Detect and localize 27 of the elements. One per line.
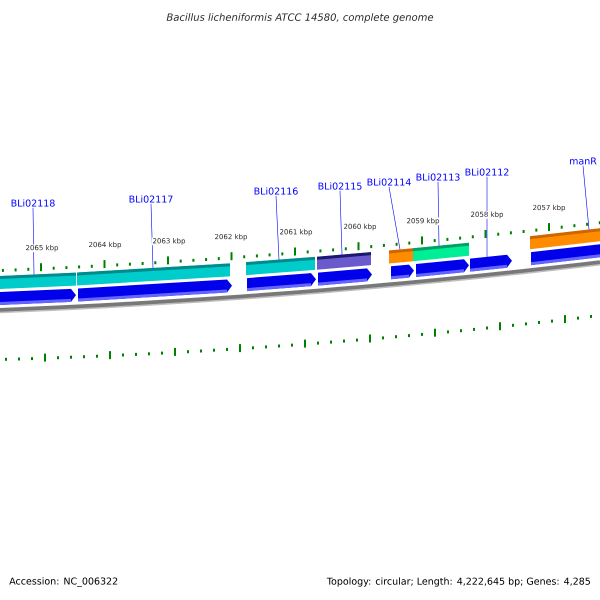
leader-line [388, 186, 400, 250]
gene-feature [77, 263, 232, 302]
gene-label: BLi02116 [254, 187, 298, 195]
gene-label: BLi02113 [416, 173, 460, 181]
leader-line [486, 176, 488, 258]
gene-label: BLi02114 [368, 178, 411, 186]
gene-label: BLi02112 [466, 168, 508, 176]
gene-feature [317, 252, 372, 286]
gene-label: BLi02118 [12, 199, 55, 207]
leader-line [32, 208, 34, 275]
gene-label: BLi02117 [130, 195, 173, 203]
gene-feature [0, 272, 76, 305]
leader-line [582, 165, 590, 230]
leader-line [340, 190, 342, 255]
leader-line [276, 196, 280, 260]
footer-text: Accession: NC_006322 [9, 577, 118, 587]
gene-label: BLi02115 [318, 182, 362, 190]
footer-text: Topology: circular; Length: 4,222,645 bp; Genes: 4,285 [326, 577, 590, 587]
leader-line [150, 204, 154, 269]
gene-feature [530, 228, 600, 266]
gene-label: manR [570, 157, 597, 165]
gene-feature [413, 242, 469, 277]
gene-feature [470, 254, 512, 272]
gene-feature [246, 256, 316, 292]
leader-line [438, 182, 440, 246]
gene-feature [389, 248, 414, 280]
title: Bacillus licheniformis ATCC 14580, complete genome [166, 13, 434, 23]
